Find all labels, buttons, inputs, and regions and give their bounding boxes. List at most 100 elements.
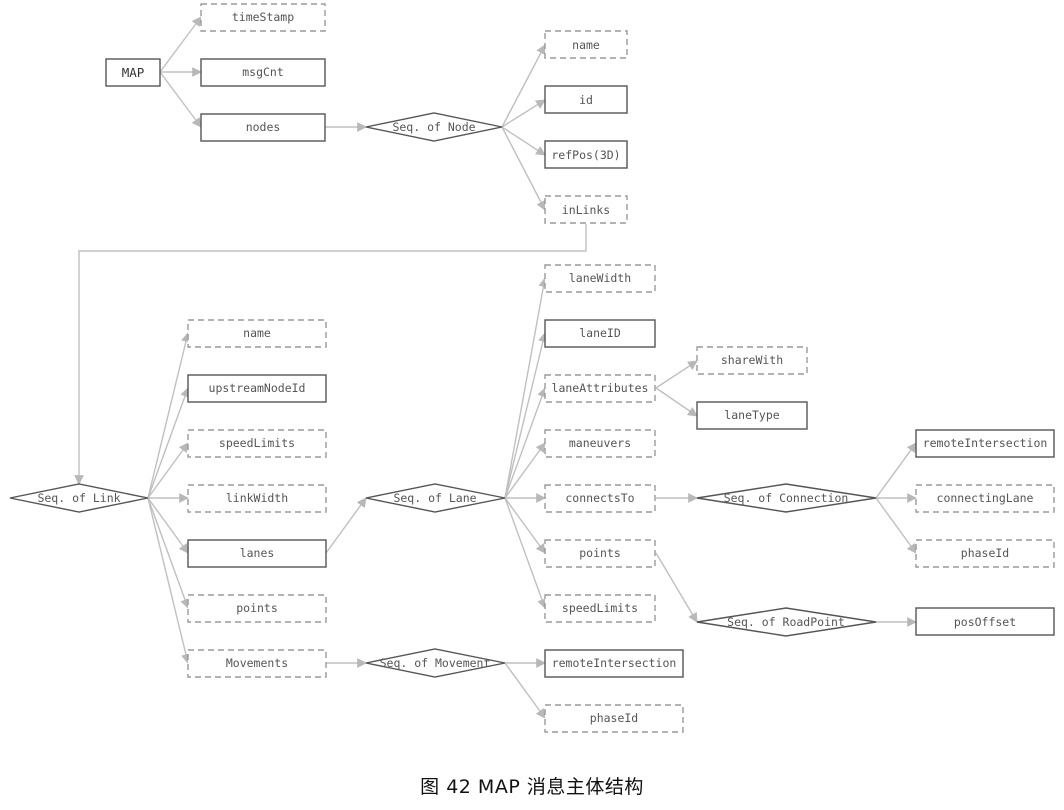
figure-caption: 图 42 MAP 消息主体结构: [420, 776, 644, 798]
edge-seqlink-speedlimits: [147, 442, 189, 499]
diamond-seq-of-connection: Seq. of Connection: [696, 483, 877, 513]
edge-seqconn-remote: [875, 442, 917, 499]
edge-seqlane-laneid: [504, 332, 548, 499]
node-upstreamnodeid-label: upstreamNodeId: [209, 381, 306, 395]
node-lanewidth: laneWidth: [544, 264, 656, 293]
node-conn-phaseid: phaseId: [915, 539, 1055, 568]
node-link-points: points: [187, 594, 327, 623]
node-upstreamnodeid: upstreamNodeId: [187, 374, 327, 403]
edge-seqlane-points: [504, 497, 546, 554]
edge-map-nodes: [159, 71, 202, 128]
edge-seqlane-speedlimits: [504, 497, 547, 609]
edge-seqnode-inlinks: [501, 126, 546, 211]
node-lane-speedlimits: speedLimits: [544, 594, 656, 623]
node-map-label: MAP: [122, 65, 145, 80]
node-lane-speedlimits-label: speedLimits: [562, 601, 638, 615]
node-refpos-label: refPos(3D): [551, 148, 620, 162]
diamond-seq-of-lane-label: Seq. of Lane: [393, 491, 476, 505]
node-lane-points-label: points: [579, 546, 621, 560]
edge-map-timestamp: [159, 16, 202, 73]
node-mov-phaseid-label: phaseId: [590, 711, 638, 725]
diamond-seq-of-roadpoint-label: Seq. of RoadPoint: [727, 615, 845, 629]
node-lanes: lanes: [187, 539, 327, 568]
node-timestamp: timeStamp: [200, 3, 326, 32]
edge-seqconn-phaseid: [875, 497, 917, 554]
node-connectinglane-label: connectingLane: [937, 491, 1034, 505]
node-node-id: id: [544, 85, 628, 114]
node-movements: Movements: [187, 649, 327, 678]
node-laneid: laneID: [544, 319, 656, 348]
node-lane-points: points: [544, 539, 656, 568]
node-movements-label: Movements: [226, 656, 288, 670]
edge-seqnode-name: [501, 44, 546, 128]
diamond-seq-of-link-label: Seq. of Link: [37, 491, 120, 505]
edge-seqlane-maneuvers: [504, 442, 546, 499]
node-link-speedlimits-label: speedLimits: [219, 436, 295, 450]
node-conn-remoteintersection-label: remoteIntersection: [923, 436, 1048, 450]
edge-laneattr-sharewith: [655, 360, 698, 389]
node-conn-remoteintersection: remoteIntersection: [915, 429, 1055, 458]
node-link-name-label: name: [243, 326, 271, 340]
node-link-points-label: points: [236, 601, 278, 615]
node-lanewidth-label: laneWidth: [569, 271, 631, 285]
diamond-seq-of-movement: Seq. of Movement: [365, 648, 506, 678]
edge-seqnode-refpos: [501, 126, 546, 156]
node-sharewith: shareWith: [696, 346, 808, 375]
edge-seqmovement-phaseid: [504, 662, 546, 719]
node-posoffset-label: posOffset: [954, 615, 1016, 629]
node-inlinks-label: inLinks: [562, 203, 610, 217]
diamond-seq-of-link: Seq. of Link: [9, 483, 149, 513]
node-linkwidth-label: linkWidth: [226, 491, 288, 505]
node-lanetype: laneType: [696, 401, 808, 430]
edges: [74, 16, 917, 719]
node-timestamp-label: timeStamp: [232, 10, 294, 24]
node-linkwidth: linkWidth: [187, 484, 327, 513]
node-laneattributes: laneAttributes: [544, 374, 656, 403]
node-nodes-label: nodes: [246, 120, 281, 134]
node-laneattributes-label: laneAttributes: [552, 381, 649, 395]
node-node-name: name: [544, 30, 628, 59]
node-mov-phaseid: phaseId: [544, 704, 684, 733]
edge-laneattr-lanetype: [655, 387, 698, 417]
node-node-name-label: name: [572, 38, 600, 52]
node-link-speedlimits: speedLimits: [187, 429, 327, 458]
diamond-seq-of-node-label: Seq. of Node: [392, 120, 475, 134]
node-nodes: nodes: [200, 113, 326, 142]
node-sharewith-label: shareWith: [721, 353, 783, 367]
node-laneid-label: laneID: [579, 326, 621, 340]
node-maneuvers-label: maneuvers: [569, 436, 631, 450]
diamond-seq-of-node: Seq. of Node: [365, 112, 503, 142]
node-mov-remoteintersection-label: remoteIntersection: [552, 656, 677, 670]
node-refpos: refPos(3D): [544, 140, 628, 169]
edge-seqlink-name: [147, 332, 191, 499]
node-link-name: name: [187, 319, 327, 348]
edge-seqnode-id: [501, 99, 546, 128]
node-map: MAP: [105, 58, 161, 87]
edge-seqlink-lanes: [147, 497, 189, 554]
edge-inlinks-seqlink: [74, 224, 587, 485]
node-node-id-label: id: [579, 93, 593, 107]
edge-seqlane-laneattributes: [504, 387, 547, 499]
edge-seqlink-movements: [147, 497, 191, 664]
node-inlinks: inLinks: [544, 195, 628, 224]
node-connectinglane: connectingLane: [915, 484, 1055, 513]
edge-seqlink-upstream: [147, 387, 190, 499]
edge-seqlink-points: [147, 497, 190, 609]
node-msgcnt: msgCnt: [200, 58, 326, 87]
edge-lanes-seqlane: [325, 497, 367, 554]
edge-seqlane-lanewidth: [504, 277, 549, 499]
node-connectsto-label: connectsTo: [565, 491, 634, 505]
edge-points-seqroadpoint: [655, 552, 698, 623]
diamond-seq-of-movement-label: Seq. of Movement: [380, 656, 491, 670]
diamond-seq-of-connection-label: Seq. of Connection: [724, 491, 849, 505]
diamond-seq-of-lane: Seq. of Lane: [365, 483, 506, 513]
node-posoffset: posOffset: [915, 607, 1055, 636]
node-connectsto: connectsTo: [544, 484, 656, 513]
diamond-seq-of-roadpoint: Seq. of RoadPoint: [696, 607, 877, 637]
node-msgcnt-label: msgCnt: [242, 65, 284, 79]
node-conn-phaseid-label: phaseId: [961, 546, 1009, 560]
node-mov-remoteintersection: remoteIntersection: [544, 649, 684, 678]
node-maneuvers: maneuvers: [544, 429, 656, 458]
node-lanes-label: lanes: [240, 546, 275, 560]
